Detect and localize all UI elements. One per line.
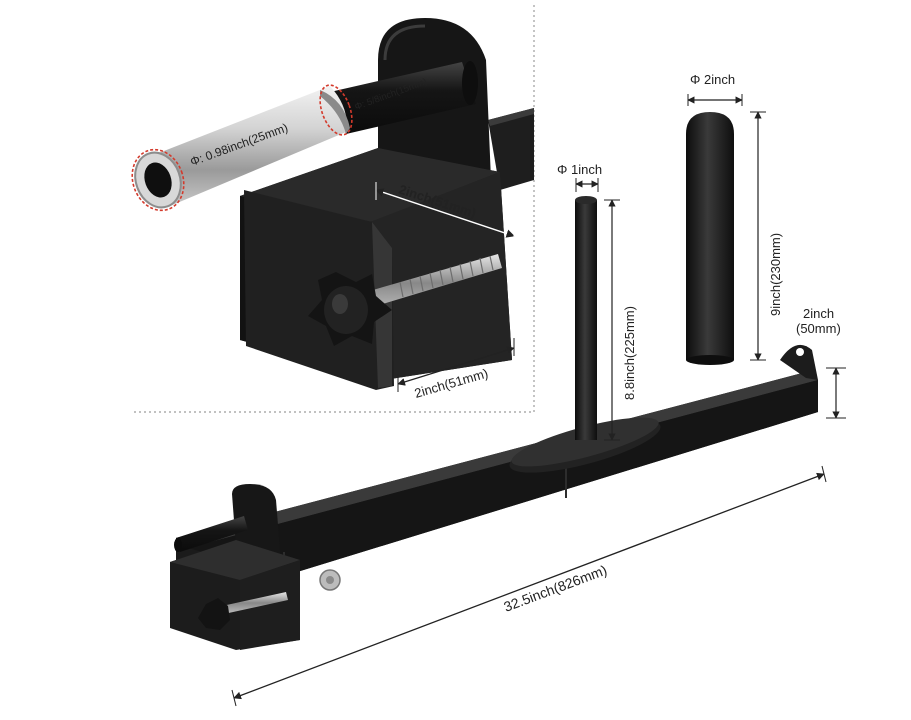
star-knob-inset <box>308 272 392 346</box>
chrome-peg <box>131 84 353 212</box>
total-length-label: 32.5inch(826mm) <box>501 562 609 615</box>
tube-height-label-line1: 2inch <box>803 306 834 321</box>
post-diameter-dimension: Φ 1inch <box>557 162 602 192</box>
sleeve-length-dimension: 9inch(230mm) <box>750 111 783 361</box>
post-height-dimension: 8.8inch(225mm) <box>604 199 637 441</box>
sleeve-cap <box>686 112 734 365</box>
tube-height-dimension: 2inch (50mm) <box>796 306 846 419</box>
threaded-rod-inset <box>352 254 502 312</box>
detail-inset: Φ: 0.98inch(25mm) Φ: 5/8inch(15mm) 2inch… <box>131 5 535 413</box>
end-tab <box>780 344 818 380</box>
sleeve-length-label: 9inch(230mm) <box>768 233 783 316</box>
vertical-post <box>575 196 597 440</box>
post-height-label: 8.8inch(225mm) <box>622 306 637 400</box>
post-diameter-label: Φ 1inch <box>557 162 602 177</box>
tube-height-label-line2: (50mm) <box>796 321 841 336</box>
sleeve-diameter-dimension: Φ 2inch <box>687 72 743 106</box>
sleeve-diameter-label: Φ 2inch <box>690 72 735 87</box>
